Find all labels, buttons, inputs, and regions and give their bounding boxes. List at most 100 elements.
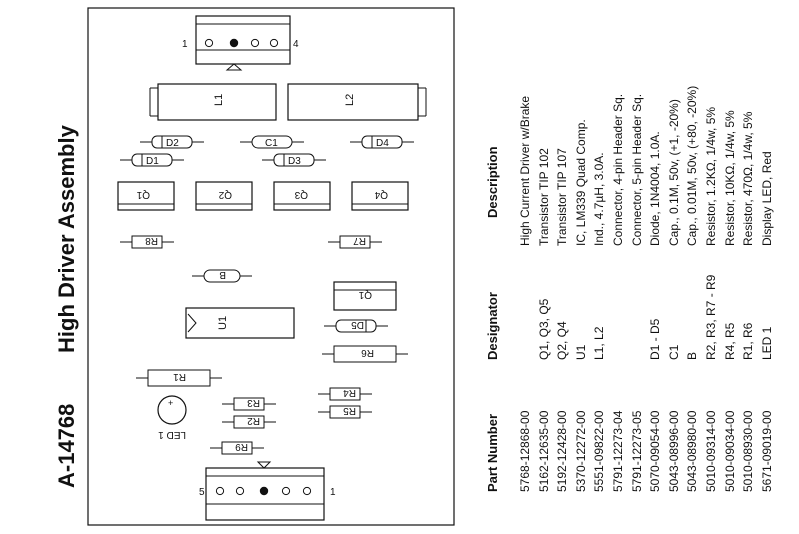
bom-cell-part: 5192-12428-00	[555, 410, 570, 492]
r1-label: R1	[173, 371, 186, 382]
resistor-r3: R3	[222, 397, 276, 411]
bom-cell-part: 5791-12273-04	[611, 410, 625, 492]
resistor-r2: R2	[222, 415, 276, 429]
capacitor-c1: C1	[240, 135, 304, 149]
inductor-l2: L2	[287, 83, 427, 121]
connector-4pin: 1 4	[182, 15, 299, 71]
bom-cell-description: Display LED, Red	[759, 151, 774, 246]
board-outline	[87, 7, 455, 526]
bom-cell-part: 5162-12635-00	[536, 410, 551, 492]
bom-cell-description: Resistor, 1.2KΩ, 1/4w, 5%	[704, 106, 718, 246]
conn-bottom-pin1-label: 1	[330, 487, 336, 498]
q1-label: Q1	[136, 189, 150, 200]
d3-label: D3	[288, 156, 301, 167]
bom-cell-designator: B	[685, 351, 700, 360]
bom-cell-designator: R2, R3, R7 - R9	[704, 274, 718, 360]
bom-cell-designator: L1, L2	[592, 326, 607, 360]
bom-cell-part: 5043-08980-00	[685, 410, 700, 492]
transistor-q3: Q3	[273, 181, 331, 211]
resistor-r8: R8	[120, 235, 174, 249]
bom-cell-part: 5791-12273-05	[629, 410, 644, 492]
bom-cell-description: Transistor TIP 107	[555, 148, 570, 246]
bom-cell-description: Resistor, 470Ω, 1/4w, 5%	[741, 111, 756, 246]
r7-label: R7	[353, 235, 366, 246]
led-plus-label: +	[168, 398, 173, 408]
bom-cell-part: 5010-09314-00	[704, 410, 718, 492]
resistor-r9: R9	[210, 441, 264, 455]
connector-5pin: 5 1	[199, 461, 336, 521]
r9-label: R9	[235, 441, 248, 452]
bom-cell-designator: Q1, Q3, Q5	[536, 298, 551, 360]
bom-cell-designator: R4, R5	[722, 322, 737, 360]
bom-cell-part: 5070-09054-00	[648, 410, 663, 492]
transistor-q1: Q1	[117, 181, 175, 211]
bom-cell-description: Connector, 4-pin Header Sq.	[611, 93, 625, 246]
b-label: B	[219, 269, 226, 280]
bom-cell-description: IC, LM339 Quad Comp.	[573, 119, 588, 246]
inductor-l1: L1	[149, 83, 277, 121]
bom-cell-description: Cap., 0.01M, 50v, (+80, -20%)	[685, 85, 700, 246]
bom-cell-designator: D1 - D5	[648, 318, 663, 360]
bom-cell-part: 5671-09019-00	[759, 410, 774, 492]
bom-cell-description: Transistor TIP 102	[536, 148, 551, 246]
bom-header-designator: Designator	[485, 292, 500, 360]
bom-cell-description: Cap., 0.1M, 50v, (+1, -20%)	[666, 99, 681, 246]
bom-cell-part: 5010-08930-00	[741, 410, 756, 492]
bom-cell-part: 5043-08996-00	[666, 410, 681, 492]
d2-label: D2	[166, 138, 179, 149]
bom-cell-designator: LED 1	[759, 326, 774, 360]
bom-cell-part: 5551-09822-00	[592, 410, 607, 492]
bom-cell-description: Resistor, 10KΩ, 1/4w, 5%	[722, 110, 737, 246]
ic-u1: U1	[185, 307, 295, 339]
conn-top-pin4-label: 4	[293, 39, 299, 50]
bom-cell-description: Ind., 4.7µH, 3.0A.	[592, 152, 607, 246]
diode-d1: D1	[120, 153, 184, 167]
diode-d5: D5	[324, 319, 388, 333]
q1b-label: Q1	[358, 289, 372, 300]
transistor-q2: Q2	[195, 181, 253, 211]
q3-label: Q3	[294, 189, 308, 200]
capacitor-b: B	[192, 269, 252, 283]
bom-cell-description: High Current Driver w/Brake	[518, 95, 532, 246]
diode-d3: D3	[262, 153, 326, 167]
led-1: + LED 1	[157, 395, 187, 440]
r8-label: R8	[145, 235, 158, 246]
bom-cell-description: Diode, 1N4004, 1.0A.	[648, 131, 663, 246]
transistor-q4: Q4	[351, 181, 409, 211]
bom-cell-part: 5370-12272-00	[573, 410, 588, 492]
c1-label: C1	[265, 138, 278, 149]
l1-label: L1	[213, 94, 225, 106]
bom-cell-designator: Q2, Q4	[555, 321, 570, 360]
bom-cell-part: 5010-09034-00	[722, 410, 737, 492]
bom-cell-designator: C1	[666, 344, 681, 360]
q2-label: Q2	[218, 189, 232, 200]
led-label: LED 1	[158, 429, 186, 440]
q4-label: Q4	[374, 189, 388, 200]
l2-label: L2	[344, 94, 356, 106]
diode-d4: D4	[350, 135, 414, 149]
bom-cell-designator: U1	[573, 344, 588, 360]
diode-d2: D2	[140, 135, 204, 149]
bom-cell-part: 5768-12868-00	[518, 410, 532, 492]
u1-label: U1	[217, 316, 229, 330]
resistor-r4: R4	[318, 387, 372, 401]
resistor-r7: R7	[328, 235, 382, 249]
resistor-r6: R6	[322, 345, 408, 363]
d1-label: D1	[146, 156, 159, 167]
resistor-r1: R1	[136, 369, 222, 387]
conn-top-pin1-label: 1	[182, 39, 188, 50]
r4-label: R4	[343, 387, 356, 398]
r5-label: R5	[343, 405, 356, 416]
r3-label: R3	[247, 397, 260, 408]
bom-header-description: Description	[485, 146, 500, 218]
conn-bottom-pin5-label: 5	[199, 487, 205, 498]
resistor-r5: R5	[318, 405, 372, 419]
bom-header-part-number: Part Number	[485, 413, 500, 492]
d4-label: D4	[376, 138, 389, 149]
r2-label: R2	[247, 415, 260, 426]
bom-cell-description: Connector, 5-pin Header Sq.	[629, 93, 644, 246]
transistor-q1-second: Q1	[333, 281, 397, 311]
bom-cell-designator: R1, R6	[741, 322, 756, 360]
